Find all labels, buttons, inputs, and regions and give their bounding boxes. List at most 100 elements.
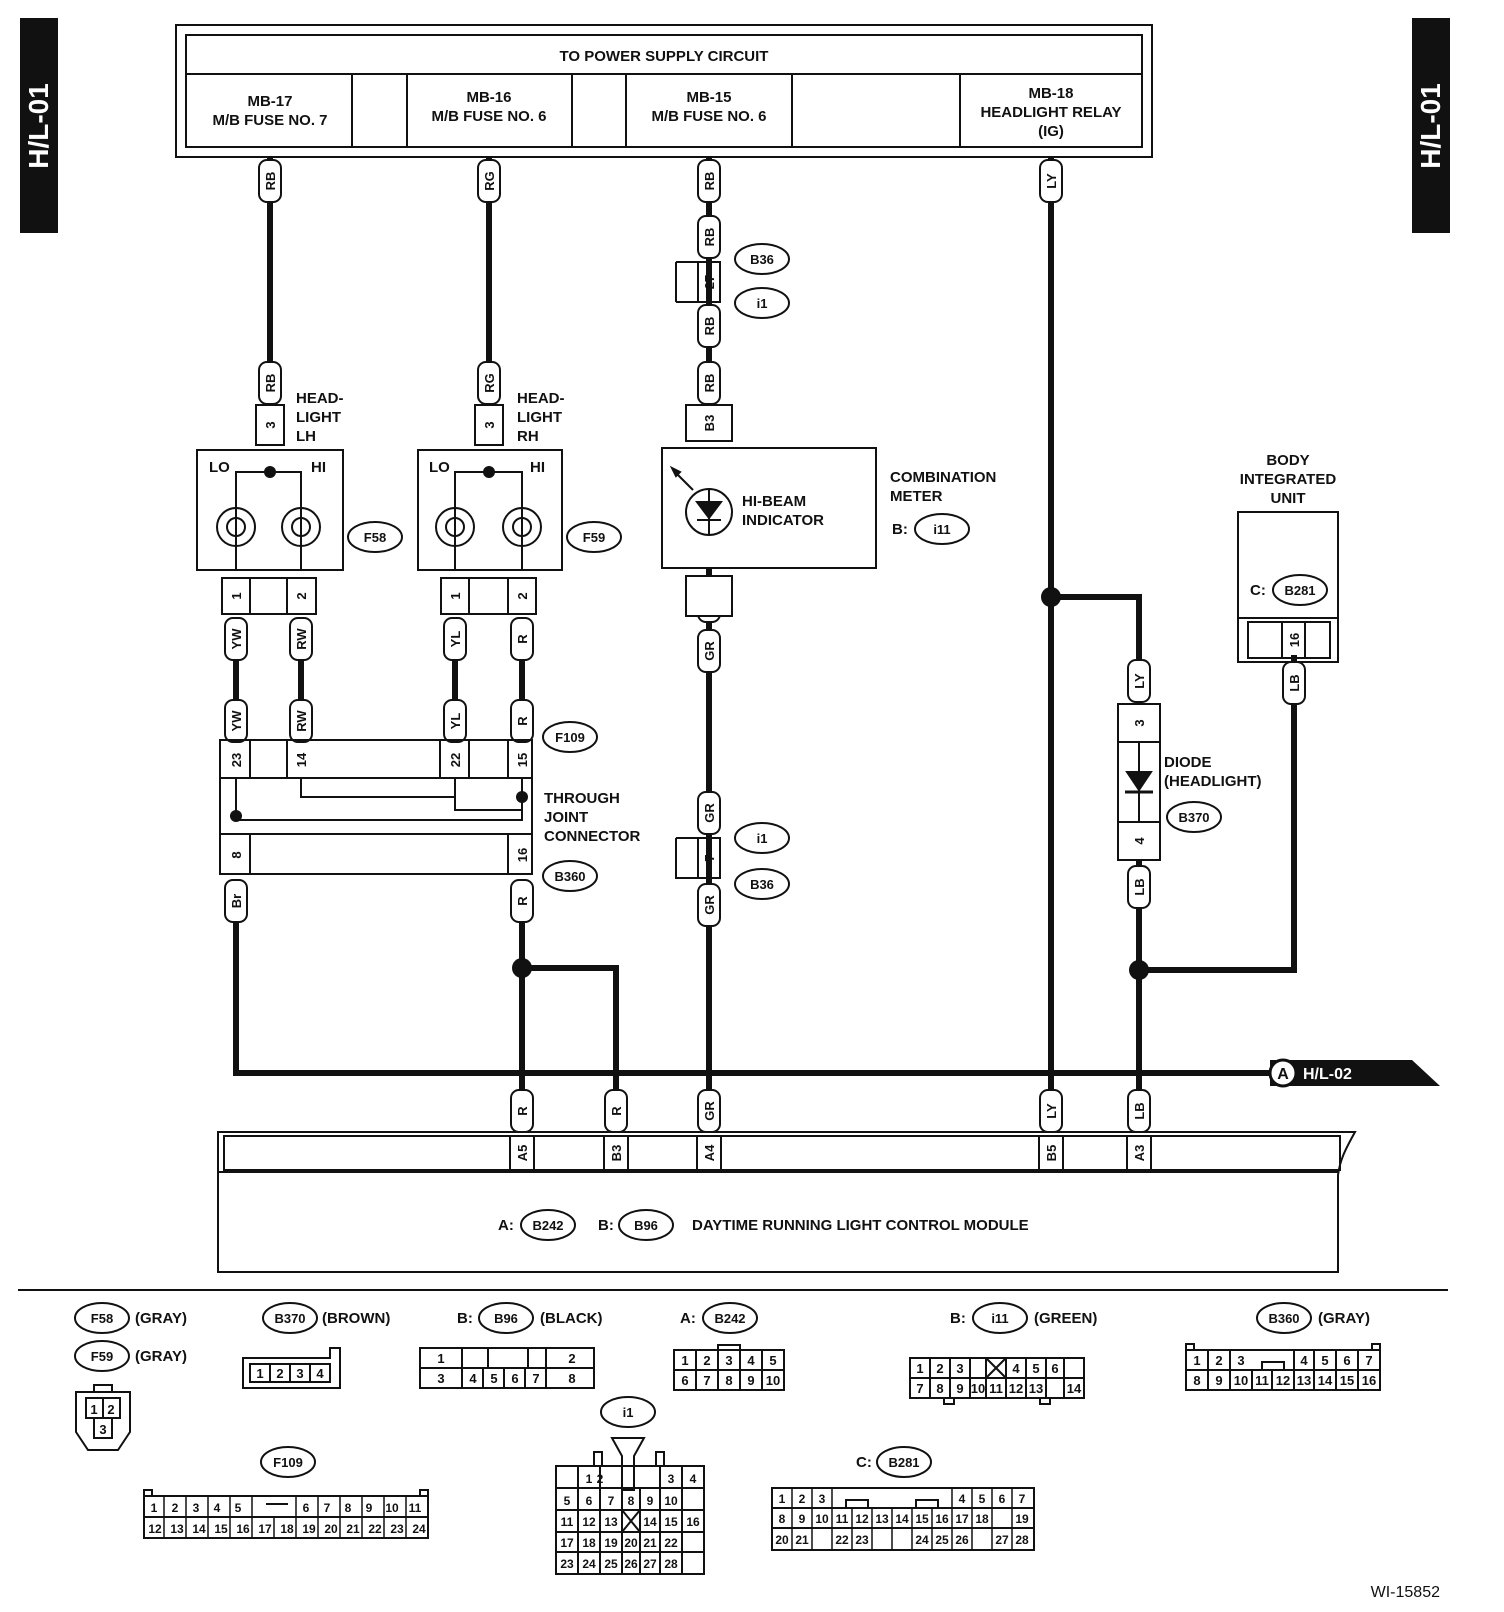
svg-text:13: 13 [170,1522,184,1536]
svg-text:16: 16 [236,1522,250,1536]
svg-text:23: 23 [390,1522,404,1536]
mb15-label: MB-15 [686,89,731,106]
diode-pin-4: 4 [1132,837,1147,845]
svg-text:15: 15 [664,1515,678,1529]
svg-text:6: 6 [999,1492,1006,1506]
conn-f109: F109 [555,730,585,745]
svg-text:26: 26 [624,1557,638,1571]
through-label-3: CONNECTOR [544,828,641,845]
rh-junction [483,466,495,478]
f109-pin-14: 14 [294,752,309,767]
svg-text:2: 2 [799,1492,806,1506]
wire-yl-1: YL [448,631,463,648]
legend-i1-pins: 1 2 3 4 5 6 7 8 9 10 11 12 13 14 15 16 1… [560,1472,700,1571]
svg-text:13: 13 [1297,1373,1311,1388]
module-pin-a3: A3 [1132,1145,1147,1162]
svg-text:2: 2 [1215,1353,1222,1368]
b360-pin-8: 8 [229,851,244,858]
wire-gr-4: GR [702,1101,717,1121]
f109-pin-15: 15 [515,753,530,767]
mb16-label: MB-16 [466,89,511,106]
svg-text:10: 10 [766,1373,780,1388]
svg-text:25: 25 [604,1557,618,1571]
svg-text:5: 5 [490,1371,497,1386]
hl-lh-label-2: LIGHT [296,409,341,426]
b242-prefix: A: [498,1217,514,1234]
lh-pin-1: 1 [229,592,244,599]
legend-b370-connector [242,1347,341,1389]
svg-text:7: 7 [703,1373,710,1388]
svg-text:2: 2 [703,1353,710,1368]
wire-yw-1: YW [229,628,244,650]
through-label-2: JOINT [544,809,588,826]
wire-lb-3: LB [1132,1102,1147,1119]
svg-text:18: 18 [582,1536,596,1550]
mb16-fuse: M/B FUSE NO. 6 [431,108,546,125]
legend-b242-connector [673,1344,785,1391]
svg-text:17: 17 [560,1536,574,1550]
arrow-a-circle [1268,1058,1298,1088]
through-joint-connector [219,739,533,875]
module-pin-b3: B3 [609,1145,624,1162]
mb17-fuse: M/B FUSE NO. 7 [212,112,327,129]
svg-text:1: 1 [779,1492,786,1506]
svg-text:15: 15 [915,1512,929,1526]
svg-text:4: 4 [959,1492,966,1506]
conn-b360: B360 [554,869,585,884]
svg-text:5: 5 [979,1492,986,1506]
svg-text:21: 21 [643,1536,657,1550]
svg-text:4: 4 [469,1371,477,1386]
wire-junctions [512,587,1149,980]
legend-b96-color: (BLACK) [540,1310,602,1327]
svg-text:5: 5 [1032,1361,1039,1376]
hl-rh-label-1: HEAD- [517,390,565,407]
svg-text:12: 12 [148,1522,162,1536]
svg-text:11: 11 [1255,1373,1269,1388]
arrow-ref: H/L-02 [1303,1066,1352,1083]
svg-text:1: 1 [681,1353,688,1368]
lh-lo: LO [209,459,230,476]
diode-label-1: DIODE [1164,754,1212,771]
legend-b360-color: (GRAY) [1318,1310,1370,1327]
through-joint-dots [230,791,528,822]
diode-label-2: (HEADLIGHT) [1164,773,1262,790]
svg-text:9: 9 [799,1512,806,1526]
svg-text:4: 4 [747,1353,755,1368]
wire-ly-1: LY [1044,173,1059,189]
svg-text:6: 6 [1051,1361,1058,1376]
svg-text:7: 7 [324,1501,331,1515]
legend-b281-connector [771,1487,1035,1551]
connector-b36-i1-top [675,261,721,303]
lh-pin-2: 2 [294,592,309,599]
wire-rw-2: RW [294,710,309,732]
pin-b3-meter: B3 [702,415,717,432]
svg-text:3: 3 [296,1366,303,1381]
through-label-1: THROUGH [544,790,620,807]
legend-b360-connector [1185,1343,1381,1391]
wire-ly-2: LY [1132,673,1147,689]
legend-f58-pin2: 2 [107,1402,114,1417]
svg-text:3: 3 [668,1472,675,1486]
wire-rb-6: RB [263,374,278,393]
svg-text:9: 9 [1215,1373,1222,1388]
svg-text:1: 1 [151,1501,158,1515]
rh-lo: LO [429,459,450,476]
svg-text:4: 4 [214,1501,221,1515]
page-tag-left [20,18,58,233]
rh-pin-1: 1 [448,592,463,599]
power-supply-box [175,24,1153,158]
svg-text:7: 7 [608,1494,615,1508]
wire-r-1: R [515,634,530,644]
conn-i11: i11 [933,522,950,537]
diode-headlight [1117,703,1161,861]
svg-text:6: 6 [586,1494,593,1508]
legend-f109-grid [163,1496,407,1538]
legend-i11-connector [909,1357,1085,1405]
svg-text:24: 24 [915,1533,929,1547]
legend-i11-color: (GREEN) [1034,1310,1097,1327]
conn-i1-top: i1 [757,296,768,311]
legend-i11: i11 [991,1311,1008,1326]
svg-text:3: 3 [193,1501,200,1515]
legend-i1-connector [555,1437,705,1575]
legend-b96: B96 [494,1311,518,1326]
